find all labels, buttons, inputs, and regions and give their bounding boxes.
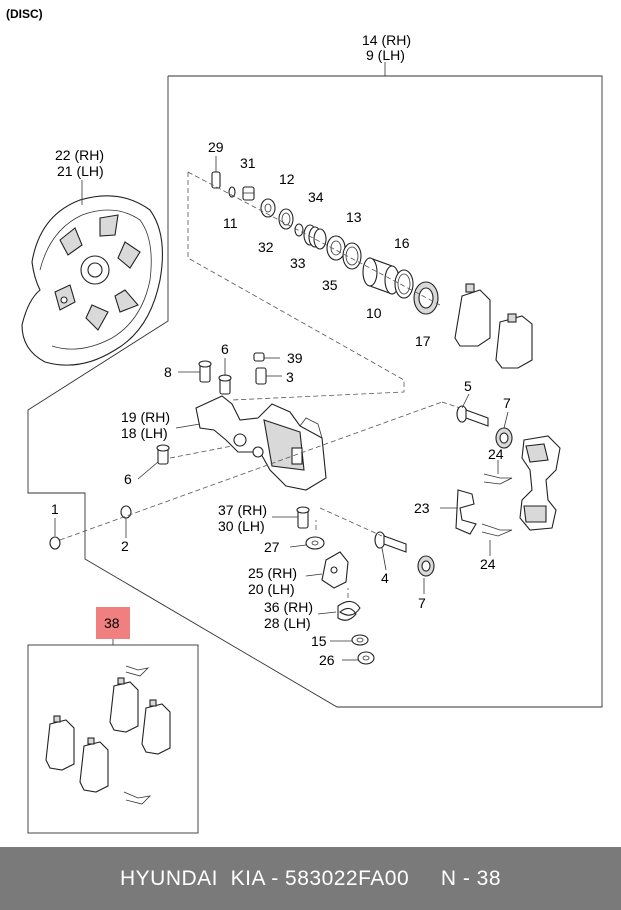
bolt-6-lower: [156, 444, 170, 465]
assembly-line-top: [187, 172, 405, 401]
nut-1: [49, 536, 61, 550]
label-7-top: 7: [503, 395, 511, 411]
label-35: 35: [322, 277, 338, 293]
pad-set-clip-bottom: [123, 791, 152, 805]
seal-12: [278, 208, 294, 230]
seal-13: [342, 242, 362, 270]
washer-27: [305, 536, 325, 550]
label-26: 26: [319, 652, 335, 668]
label-20-lh: 20 (LH): [248, 581, 295, 597]
label-11: 11: [223, 215, 238, 231]
label-7-bottom: 7: [418, 595, 426, 611]
bolt-8: [198, 360, 212, 383]
label-39: 39: [287, 350, 303, 366]
label-37-rh: 37 (RH): [218, 502, 267, 518]
label-19-rh: 19 (RH): [121, 409, 170, 425]
label-1: 1: [51, 501, 59, 517]
guide-pin-4: [374, 531, 407, 553]
piston-35: [326, 235, 346, 261]
label-38: 38: [104, 615, 120, 631]
piston-10: [362, 257, 400, 295]
label-31: 31: [240, 155, 256, 171]
label-24-bottom: 24: [480, 556, 496, 572]
washer-15: [351, 634, 369, 646]
label-18-lh: 18 (LH): [121, 425, 168, 441]
label-9-lh: 9 (LH): [366, 47, 405, 63]
pad-set-pad-2: [141, 699, 171, 755]
caliper-carrier: [519, 435, 561, 531]
label-29: 29: [208, 139, 224, 155]
label-3: 3: [286, 369, 294, 385]
label-6-lower: 6: [124, 471, 132, 487]
label-15: 15: [311, 633, 327, 649]
dust-shield: [21, 195, 163, 366]
caliper-assembly-frame: [27, 75, 603, 708]
boot-7-bottom: [417, 555, 435, 577]
sensor-37: [296, 506, 310, 529]
guide-pin-5: [456, 405, 489, 427]
label-12: 12: [279, 171, 295, 187]
label-33: 33: [290, 255, 306, 271]
footer-text: HYUNDAI KIA - 583022FA00 N - 38: [120, 866, 501, 890]
hose-3: [255, 367, 267, 385]
ring-32: [260, 198, 276, 218]
label-4: 4: [381, 570, 389, 586]
fitting-39: [253, 352, 265, 362]
clip-24-top: [483, 473, 513, 485]
bleeder-31: [242, 186, 255, 201]
part-38-highlight: [96, 607, 130, 639]
clip-24-bottom: [481, 523, 513, 537]
label-5: 5: [464, 378, 472, 394]
inner-pad: [454, 283, 491, 347]
label-23: 23: [414, 500, 430, 516]
seal-16: [394, 269, 414, 299]
label-14-rh: 14 (RH): [362, 32, 411, 48]
label-32: 32: [258, 239, 274, 255]
nut-26: [357, 651, 375, 665]
label-10: 10: [366, 305, 382, 321]
lever-25: [321, 551, 349, 589]
spring-34: [303, 224, 327, 250]
caliper-body: [195, 395, 327, 491]
label-36-rh: 36 (RH): [264, 599, 313, 615]
label-24-top: 24: [488, 446, 504, 462]
pad-set-pad-1: [109, 677, 139, 733]
label-30-lh: 30 (LH): [218, 518, 265, 534]
shim-23: [455, 489, 477, 535]
pad-set-clip-top: [125, 665, 150, 677]
label-28-lh: 28 (LH): [264, 615, 311, 631]
label-17: 17: [415, 333, 431, 349]
label-25-rh: 25 (RH): [248, 565, 297, 581]
label-21-lh: 21 (LH): [57, 163, 104, 179]
nut-2: [120, 505, 132, 519]
label-6-top: 6: [221, 341, 229, 357]
disc-header-label: (DISC): [6, 7, 43, 21]
pad-set-pad-3: [45, 715, 75, 771]
label-2: 2: [121, 538, 129, 554]
label-13: 13: [346, 209, 362, 225]
label-34: 34: [308, 189, 324, 205]
brake-parts-diagram: (DISC): [6, 7, 603, 834]
label-8: 8: [164, 364, 172, 380]
boot-17: [413, 281, 439, 315]
bolt-6-top: [218, 374, 232, 395]
label-27: 27: [264, 539, 280, 555]
label-22-rh: 22 (RH): [55, 147, 104, 163]
part-number-footer: HYUNDAI KIA - 583022FA00 N - 38: [0, 847, 621, 910]
ring-33: [294, 223, 304, 237]
spring-36: [337, 600, 361, 621]
boot-7-top: [495, 427, 513, 449]
label-16: 16: [394, 235, 410, 251]
outer-pad: [495, 313, 533, 369]
pad-set-pad-4: [79, 737, 109, 793]
